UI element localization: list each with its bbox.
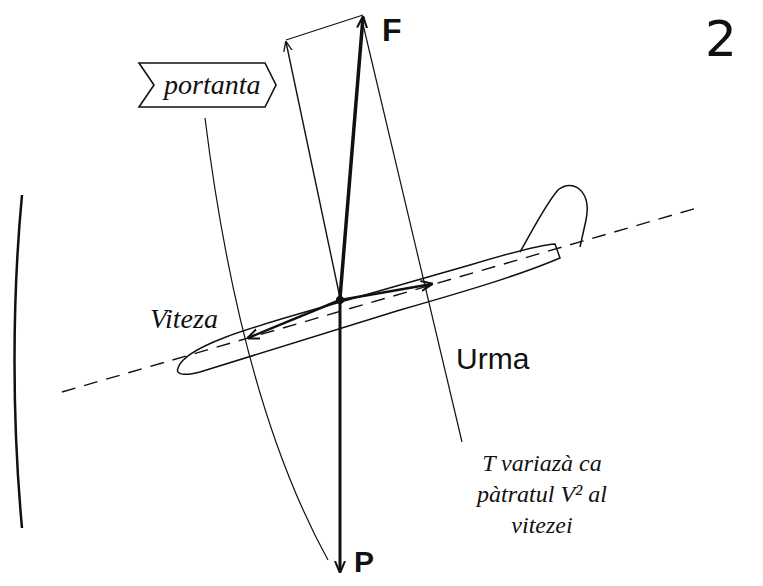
bracket: [15, 195, 23, 528]
construction-line: [286, 15, 363, 40]
force-label: F: [382, 12, 402, 49]
weight-label: P: [354, 545, 374, 579]
page-number: 2: [705, 10, 737, 68]
leader-line: [205, 118, 328, 560]
note-text: T variazà ca pàtratul V² al vitezei: [462, 448, 622, 542]
tail-fin: [520, 185, 587, 252]
flag-text: portanta: [164, 69, 260, 101]
lift-vector: [286, 42, 340, 298]
flag-shape: [139, 63, 276, 107]
axis-line: [62, 208, 697, 392]
velocity-vector: [248, 300, 340, 338]
leader-line: [362, 20, 462, 442]
label-flag: portanta: [138, 62, 277, 108]
drag-vector: [340, 284, 432, 300]
weight-vector: [339, 300, 342, 572]
force-vector: [340, 17, 363, 298]
velocity-label: Viteza: [150, 303, 218, 335]
center-dot: [336, 296, 344, 304]
drag-label: Urma: [456, 342, 529, 376]
